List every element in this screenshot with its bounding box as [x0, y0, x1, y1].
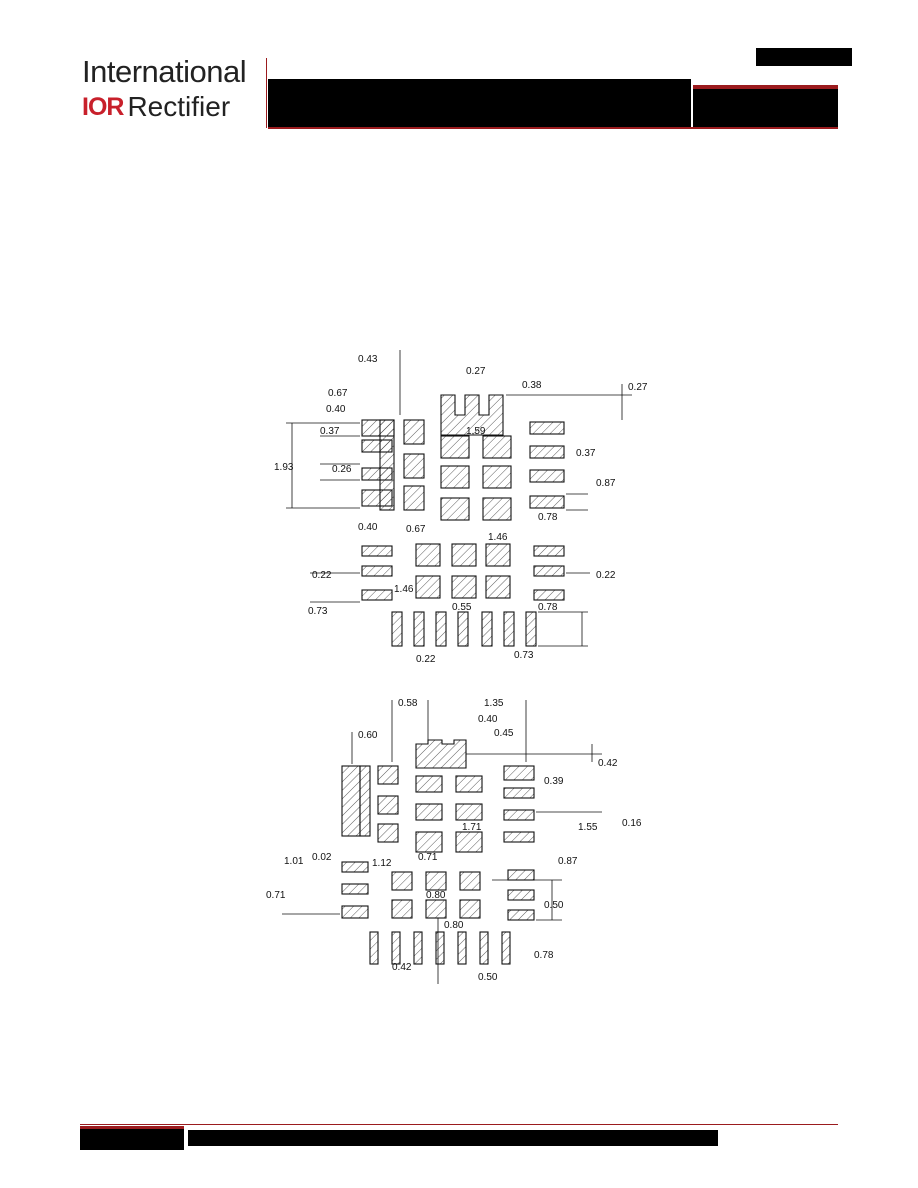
dim-label-b4: 0.45	[494, 728, 514, 739]
dim-label-b2: 1.35	[484, 698, 504, 709]
dim-label-b10: 0.16	[622, 818, 642, 829]
dim-label-b6: 0.42	[598, 758, 618, 769]
dim-label-21: 0.78	[538, 602, 558, 613]
dim-label-b21: 0.42	[392, 962, 412, 973]
header-title-bar	[268, 79, 691, 127]
corner-tag-bar	[756, 48, 852, 66]
dim-label-b13: 1.12	[372, 858, 392, 869]
dim-label-b14: 0.71	[418, 852, 438, 863]
dim-label-b1: 0.58	[398, 698, 418, 709]
dim-label-2: 0.27	[466, 366, 486, 377]
dim-label-10: 1.93	[274, 462, 294, 473]
brand-name-bottom: Rectifier	[127, 91, 231, 122]
dim-label-b20: 0.78	[534, 950, 554, 961]
brand-name-top: International	[82, 54, 247, 89]
dim-label-8: 1.59	[466, 426, 486, 437]
dim-label-5: 0.67	[328, 388, 348, 399]
dim-label-11: 0.26	[332, 464, 352, 475]
dim-label-16: 0.78	[538, 512, 558, 523]
dim-label-b15: 0.87	[558, 856, 578, 867]
dim-label-b9: 1.55	[578, 822, 598, 833]
header-divider-vertical	[266, 58, 267, 128]
brand-logo: IOR Rectifier	[82, 92, 230, 122]
footer-page-accent	[80, 1126, 184, 1129]
dim-label-1: 0.43	[358, 354, 378, 365]
dim-label-b11: 1.01	[284, 856, 304, 867]
header-part-number-accent	[693, 85, 838, 89]
dim-label-b22: 0.50	[478, 972, 498, 983]
dim-label-b16: 0.71	[266, 890, 286, 901]
header-part-number-bar	[693, 85, 838, 127]
dim-label-9: 0.37	[576, 448, 596, 459]
dim-label-13: 0.40	[358, 522, 378, 533]
footer-page-bar	[80, 1126, 184, 1150]
dim-label-22: 0.73	[308, 606, 328, 617]
dim-label-6: 0.40	[326, 404, 346, 415]
dim-label-b3: 0.40	[478, 714, 498, 725]
footer-rule	[80, 1124, 838, 1125]
dim-label-20: 0.55	[452, 602, 472, 613]
dim-label-12: 0.87	[596, 478, 616, 489]
dim-label-b8: 1.71	[462, 822, 482, 833]
dim-label-b18: 0.50	[544, 900, 564, 911]
footer-doc-bar	[188, 1130, 718, 1146]
dim-label-b19: 0.80	[444, 920, 464, 931]
dim-label-3: 0.38	[522, 380, 542, 391]
dim-label-15: 1.46	[488, 532, 508, 543]
land-pattern-diagram-top: 0.43 0.27 0.38 0.27 0.67 0.40 0.37 1.59 …	[274, 350, 648, 665]
dim-label-b5: 0.60	[358, 730, 378, 741]
ior-logo-mark: IOR	[82, 92, 124, 121]
stencil-pattern-diagram-bottom: 0.58 1.35 0.40 0.45 0.60 0.42 0.39 1.71 …	[266, 698, 642, 984]
dim-label-17: 0.22	[312, 570, 332, 581]
dim-label-b17: 0.80	[426, 890, 446, 901]
dim-label-14: 0.67	[406, 524, 426, 535]
dim-label-23: 0.22	[416, 654, 436, 665]
dim-label-b12: 0.02	[312, 852, 332, 863]
dim-label-b7: 0.39	[544, 776, 564, 787]
dim-label-7: 0.37	[320, 426, 340, 437]
dim-label-19: 1.46	[394, 584, 414, 595]
dim-label-18: 0.22	[596, 570, 616, 581]
dim-label-4: 0.27	[628, 382, 648, 393]
dim-label-24: 0.73	[514, 650, 534, 661]
header-rule	[268, 127, 838, 129]
